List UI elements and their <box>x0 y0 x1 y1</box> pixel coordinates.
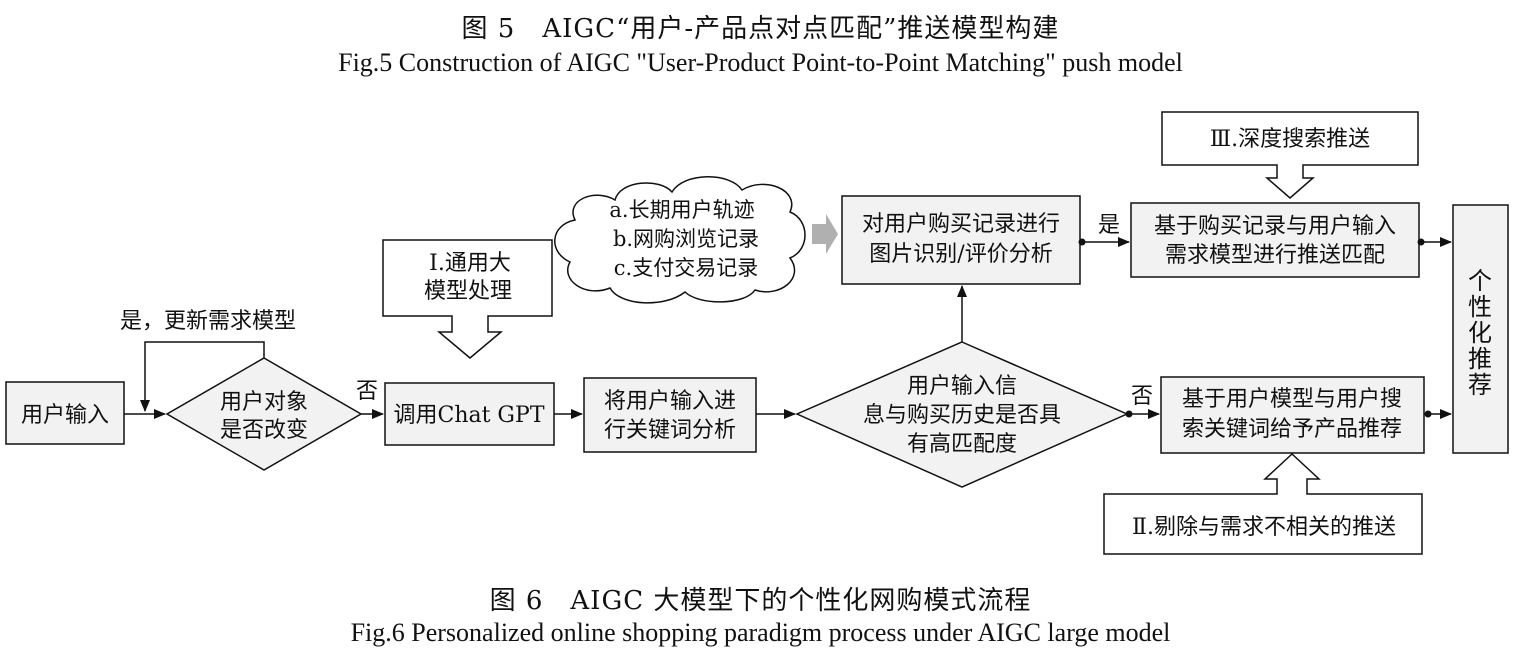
arrow-yes-loop <box>140 341 265 412</box>
keyword-recommend-line2: 索关键词给予产品推荐 <box>1182 417 1402 442</box>
image-analysis-line1: 对用户购买记录进行 <box>862 212 1060 237</box>
keyword-recommend-line1: 基于用户模型与用户搜 <box>1182 387 1402 412</box>
user-input-label: 用户输入 <box>21 403 109 428</box>
image-analysis-line2: 图片识别/评价分析 <box>869 242 1052 267</box>
purchase-match-line1: 基于购买记录与用户输入 <box>1154 214 1396 239</box>
personalized-char-1: 个 <box>1468 267 1492 295</box>
decision-match-diamond <box>795 341 1129 488</box>
deep-search-callout-arrow <box>1161 111 1419 199</box>
decision-match-line3: 有高匹配度 <box>907 432 1017 457</box>
general-model-line2: 模型处理 <box>424 279 512 304</box>
image-analysis-box <box>841 195 1081 285</box>
cloud-line2: b.网购浏览记录 <box>613 227 759 251</box>
personalized-char-3: 化 <box>1468 319 1492 347</box>
remove-irrelevant-label: Ⅱ.剔除与需求不相关的推送 <box>1132 515 1396 540</box>
fig6-title-en: Fig.6 Personalized online shopping parad… <box>350 618 1171 647</box>
no-label-1: 否 <box>356 379 378 404</box>
decision-change-line1: 用户对象 <box>220 390 308 415</box>
decision-change-diamond <box>165 357 363 471</box>
purchase-match-line2: 需求模型进行推送匹配 <box>1165 243 1385 268</box>
decision-change-line2: 是否改变 <box>220 418 308 443</box>
decision-match-line1: 用户输入信 <box>907 374 1017 399</box>
user-input-box <box>5 381 125 445</box>
personalized-char-2: 性 <box>1468 293 1492 321</box>
fig6-title-cn: 图 6 AIGC 大模型下的个性化网购模式流程 <box>489 586 1032 616</box>
general-model-line1: Ⅰ.通用大 <box>429 251 511 276</box>
keyword-analysis-line1: 将用户输入进 <box>604 389 736 414</box>
keyword-analysis-line2: 行关键词分析 <box>604 418 736 443</box>
personalized-char-4: 推 <box>1468 345 1492 373</box>
decision-match-line2: 息与购买历史是否具 <box>863 403 1061 428</box>
cloud-line1: a.长期用户轨迹 <box>609 198 754 222</box>
no-label-2: 否 <box>1131 384 1153 409</box>
remove-irrelevant-callout-arrow <box>1103 452 1423 555</box>
yes-update-label: 是，更新需求模型 <box>120 309 296 334</box>
call-gpt-label: 调用Chat GPT <box>393 403 544 428</box>
general-model-callout-arrow <box>382 239 553 359</box>
personalized-box <box>1452 204 1509 454</box>
purchase-match-box <box>1130 202 1420 278</box>
cloud-line3: c.支付交易记录 <box>614 256 758 280</box>
keyword-analysis-box <box>583 377 757 453</box>
deep-search-label: Ⅲ.深度搜索推送 <box>1210 127 1370 152</box>
data-source-cloud <box>554 176 806 304</box>
personalized-char-5: 荐 <box>1468 371 1492 399</box>
data-flow-gray-arrow <box>812 214 838 254</box>
yes-label: 是 <box>1098 213 1120 238</box>
keyword-recommend-box <box>1160 376 1425 454</box>
fig5-title-cn: 图 5 AIGC“用户-产品点对点匹配”推送模型构建 <box>461 14 1060 44</box>
fig5-title-en: Fig.5 Construction of AIGC "User-Product… <box>338 48 1183 77</box>
